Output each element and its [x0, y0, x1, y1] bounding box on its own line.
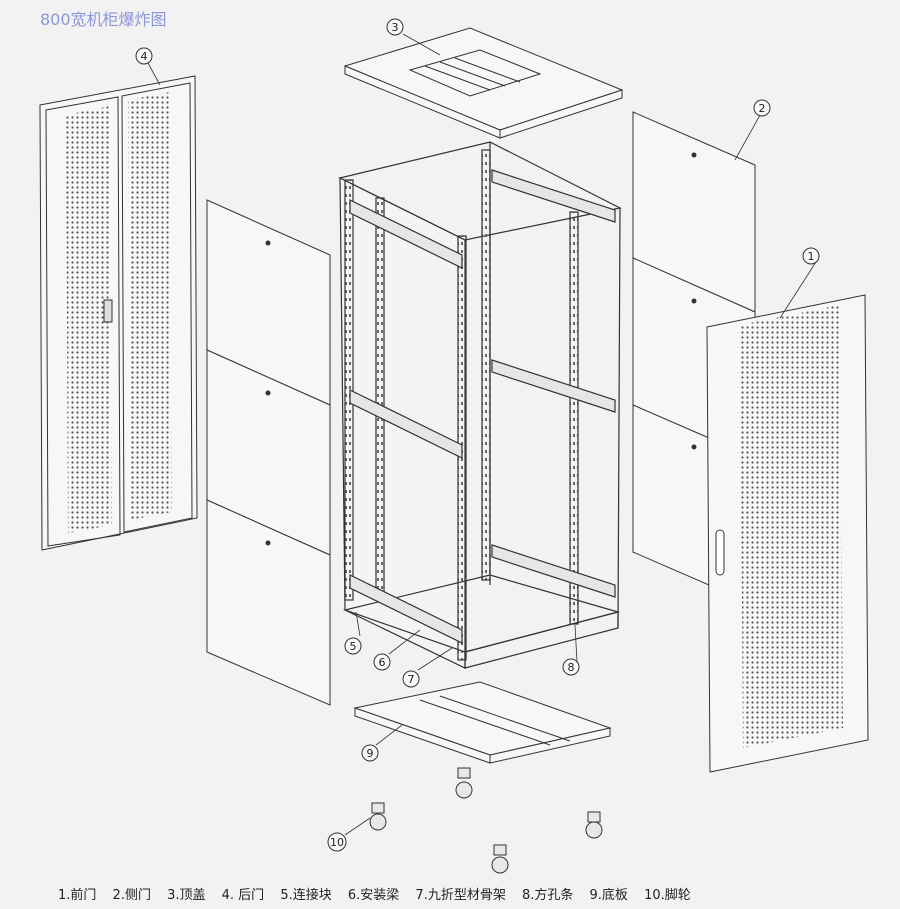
callout-3: 3: [386, 18, 404, 36]
caster: [369, 802, 387, 831]
callout-10: 10: [327, 832, 347, 852]
left-side-panels: [206, 199, 331, 706]
svg-text:6: 6: [379, 656, 386, 669]
svg-text:9: 9: [367, 747, 374, 760]
caster: [491, 844, 509, 874]
bottom-plate: [353, 681, 612, 764]
top-cover: [343, 27, 624, 139]
caster: [585, 811, 603, 839]
callout-4: 4: [135, 47, 153, 65]
legend-item: 7.九折型材骨架: [415, 888, 506, 903]
legend-item: 3.顶盖: [167, 888, 206, 903]
callout-6: 6: [373, 653, 391, 671]
casters: [369, 767, 603, 874]
diagram-title: 800宽机柜爆炸图: [40, 10, 167, 29]
legend-item: 6.安装梁: [347, 888, 400, 903]
callout-1: 1: [802, 247, 820, 265]
legend-item: 9.底板: [589, 888, 628, 903]
callout-7: 7: [402, 670, 420, 688]
svg-text:10: 10: [330, 836, 344, 849]
legend-item: 5.连接块: [280, 888, 332, 903]
svg-text:4: 4: [141, 50, 148, 63]
cabinet-frame: [338, 141, 622, 669]
caster: [455, 767, 473, 799]
svg-text:7: 7: [408, 673, 415, 686]
legend-item: 1.前门: [58, 888, 97, 903]
svg-text:1: 1: [808, 250, 815, 263]
callout-5: 5: [344, 637, 362, 655]
rear-door: [39, 75, 198, 551]
exploded-view-diagram: 1 2 3 4 5 6 7 8 9 10: [39, 18, 869, 874]
parts-legend: 1.前门 2.侧门 3.顶盖 4. 后门 5.连接块 6.安装梁 7.九折型材骨…: [58, 884, 703, 903]
legend-item: 10.脚轮: [644, 888, 691, 903]
leader-lines: [147, 33, 817, 836]
svg-text:3: 3: [392, 21, 399, 34]
svg-text:2: 2: [759, 102, 766, 115]
callouts: 1 2 3 4 5 6 7 8 9 10: [135, 18, 820, 852]
legend-item: 8.方孔条: [521, 888, 574, 903]
svg-text:8: 8: [568, 661, 575, 674]
svg-text:5: 5: [350, 640, 357, 653]
callout-9: 9: [361, 744, 379, 762]
callout-2: 2: [753, 99, 771, 117]
legend-item: 2.侧门: [112, 888, 151, 903]
callout-8: 8: [562, 658, 580, 676]
front-door: [706, 294, 869, 773]
legend-item: 4. 后门: [221, 888, 265, 903]
